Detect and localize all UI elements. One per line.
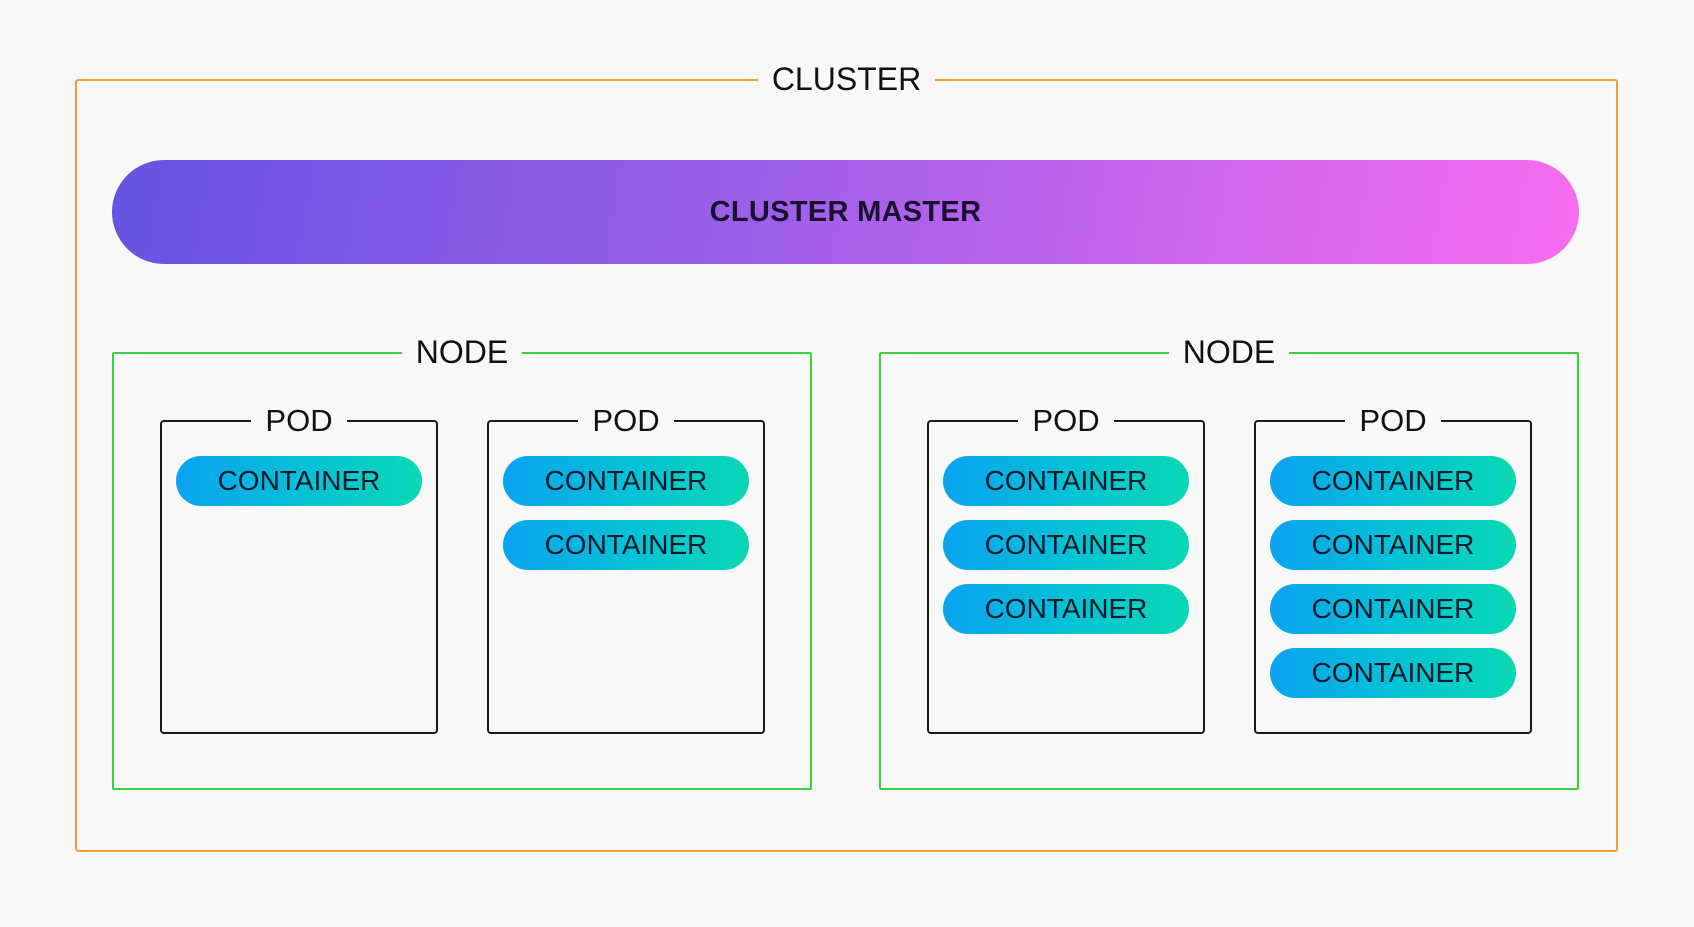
cluster-label: CLUSTER bbox=[757, 63, 936, 95]
pod-1-2: POD CONTAINER CONTAINER bbox=[487, 405, 765, 734]
cluster-master-label: CLUSTER MASTER bbox=[709, 195, 982, 228]
node-2: NODE POD CONTAINER CONTAINER CONTAINER P… bbox=[879, 336, 1579, 790]
node-1: NODE POD CONTAINER POD CONTAINER CONTAIN… bbox=[112, 336, 812, 790]
container-list: CONTAINER CONTAINER bbox=[503, 456, 749, 584]
container: CONTAINER bbox=[503, 520, 749, 570]
container-list: CONTAINER CONTAINER CONTAINER CONTAINER bbox=[1270, 456, 1516, 712]
container: CONTAINER bbox=[176, 456, 422, 506]
container: CONTAINER bbox=[943, 584, 1189, 634]
pod-label: POD bbox=[251, 405, 347, 436]
container: CONTAINER bbox=[943, 520, 1189, 570]
container-list: CONTAINER bbox=[176, 456, 422, 520]
container-list: CONTAINER CONTAINER CONTAINER bbox=[943, 456, 1189, 648]
container: CONTAINER bbox=[1270, 648, 1516, 698]
pod-2-2: POD CONTAINER CONTAINER CONTAINER CONTAI… bbox=[1254, 405, 1532, 734]
pod-1-1: POD CONTAINER bbox=[160, 405, 438, 734]
container: CONTAINER bbox=[1270, 584, 1516, 634]
container: CONTAINER bbox=[1270, 456, 1516, 506]
pod-label: POD bbox=[1345, 405, 1441, 436]
pod-2-1: POD CONTAINER CONTAINER CONTAINER bbox=[927, 405, 1205, 734]
container: CONTAINER bbox=[943, 456, 1189, 506]
pod-label: POD bbox=[1018, 405, 1114, 436]
container: CONTAINER bbox=[1270, 520, 1516, 570]
pod-label: POD bbox=[578, 405, 674, 436]
container: CONTAINER bbox=[503, 456, 749, 506]
cluster-master: CLUSTER MASTER bbox=[112, 160, 1579, 264]
